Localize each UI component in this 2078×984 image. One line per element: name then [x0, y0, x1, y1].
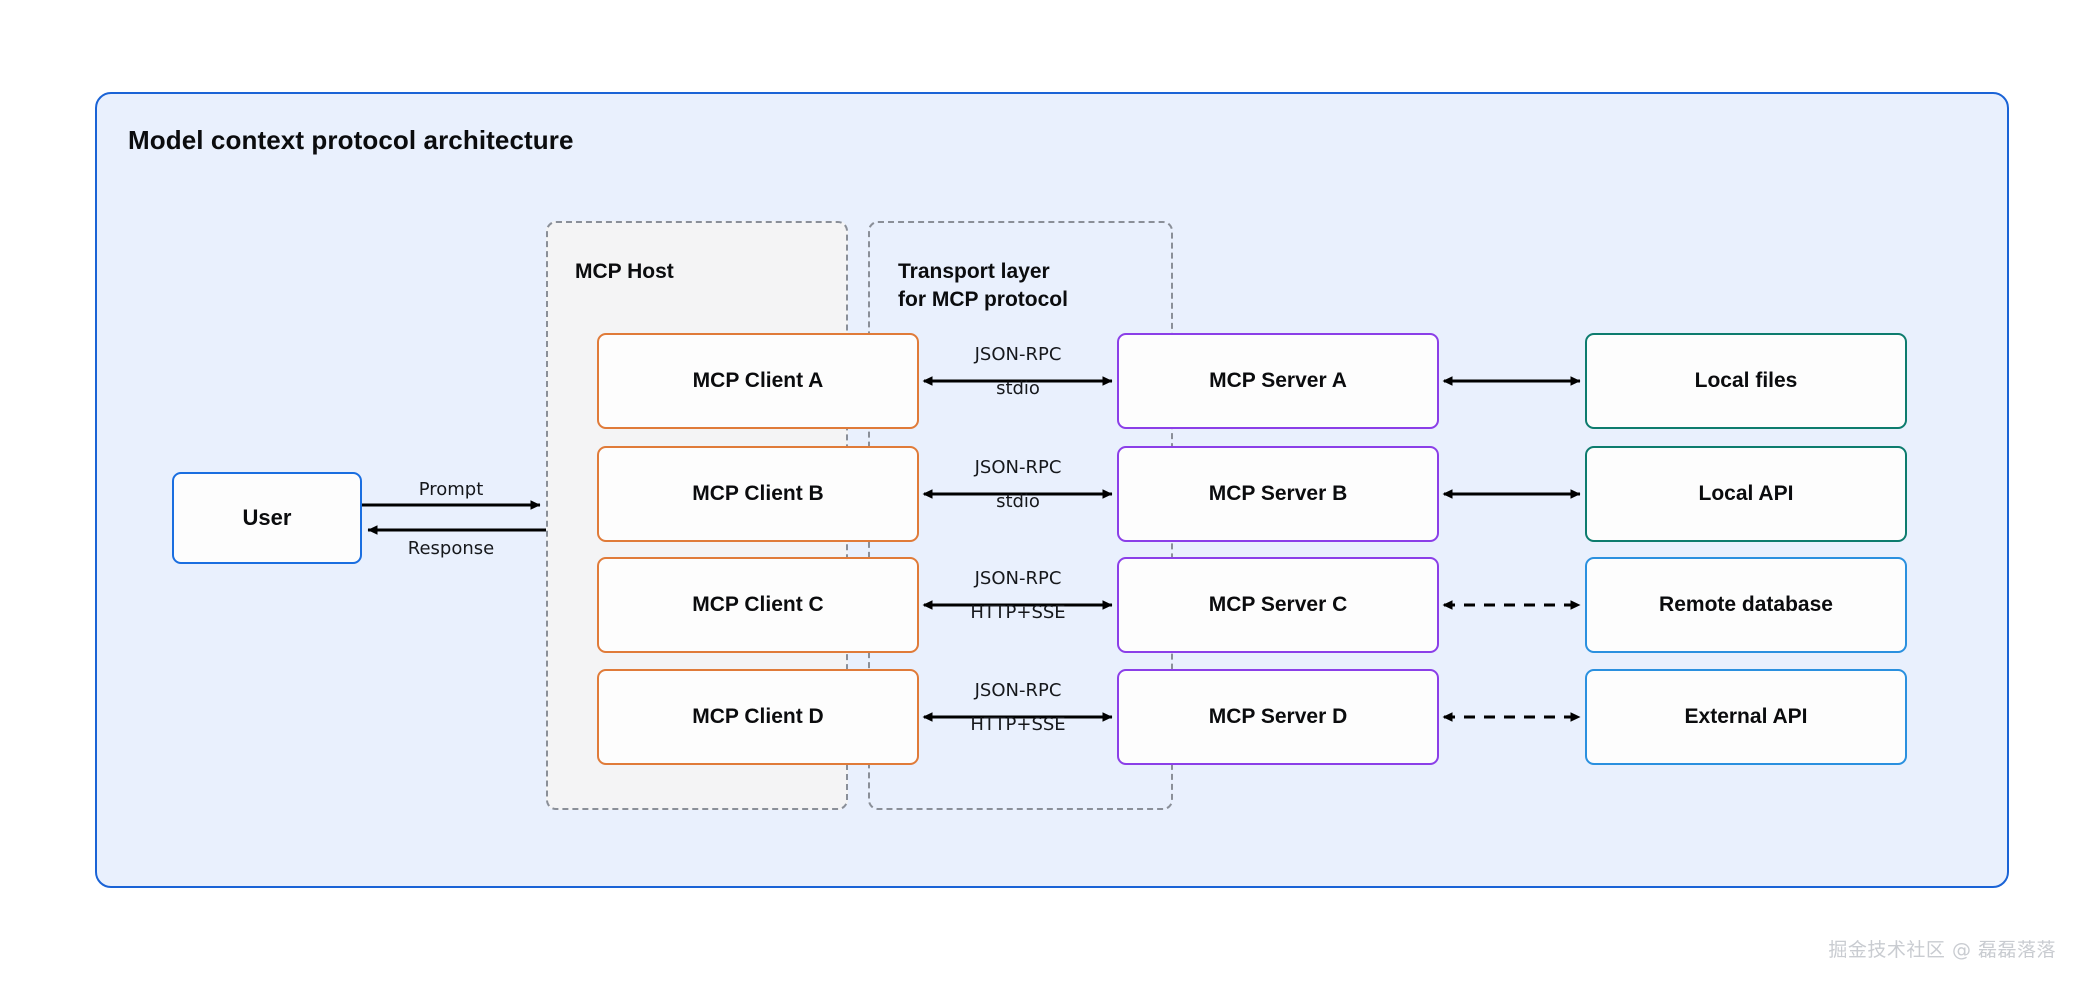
- node-mcp-server-d[interactable]: MCP Server D: [1117, 669, 1439, 765]
- edge-label-protocol-a: JSON-RPC stdio: [923, 344, 1113, 399]
- edge-label-protocol-c: JSON-RPC HTTP+SSE: [923, 568, 1113, 623]
- edge-label-protocol-b: JSON-RPC stdio: [923, 457, 1113, 512]
- protocol-transport-d: HTTP+SSE: [970, 714, 1066, 735]
- node-mcp-server-b[interactable]: MCP Server B: [1117, 446, 1439, 542]
- node-mcp-client-d[interactable]: MCP Client D: [597, 669, 919, 765]
- node-local-files[interactable]: Local files: [1585, 333, 1907, 429]
- protocol-name-c: JSON-RPC: [974, 568, 1062, 589]
- group-label-transport-layer: Transport layer for MCP protocol: [898, 260, 1068, 311]
- protocol-transport-c: HTTP+SSE: [970, 602, 1066, 623]
- page-title: Model context protocol architecture: [128, 125, 574, 155]
- protocol-transport-a: stdio: [996, 378, 1040, 399]
- watermark: 掘金技术社区 @ 磊磊落落: [1828, 939, 2056, 961]
- node-mcp-client-a[interactable]: MCP Client A: [597, 333, 919, 429]
- protocol-name-b: JSON-RPC: [974, 457, 1062, 478]
- group-label-mcp-host: MCP Host: [575, 260, 674, 283]
- node-external-api[interactable]: External API: [1585, 669, 1907, 765]
- protocol-transport-b: stdio: [996, 491, 1040, 512]
- node-mcp-client-b[interactable]: MCP Client B: [597, 446, 919, 542]
- node-remote-database[interactable]: Remote database: [1585, 557, 1907, 653]
- node-local-api[interactable]: Local API: [1585, 446, 1907, 542]
- edge-label-response: Response: [407, 538, 495, 559]
- protocol-name-d: JSON-RPC: [974, 680, 1062, 701]
- node-mcp-client-c[interactable]: MCP Client C: [597, 557, 919, 653]
- edge-label-protocol-d: JSON-RPC HTTP+SSE: [923, 680, 1113, 735]
- edge-label-prompt: Prompt: [418, 479, 484, 500]
- node-mcp-server-a[interactable]: MCP Server A: [1117, 333, 1439, 429]
- node-user[interactable]: User: [172, 472, 362, 564]
- node-mcp-server-c[interactable]: MCP Server C: [1117, 557, 1439, 653]
- protocol-name-a: JSON-RPC: [974, 344, 1062, 365]
